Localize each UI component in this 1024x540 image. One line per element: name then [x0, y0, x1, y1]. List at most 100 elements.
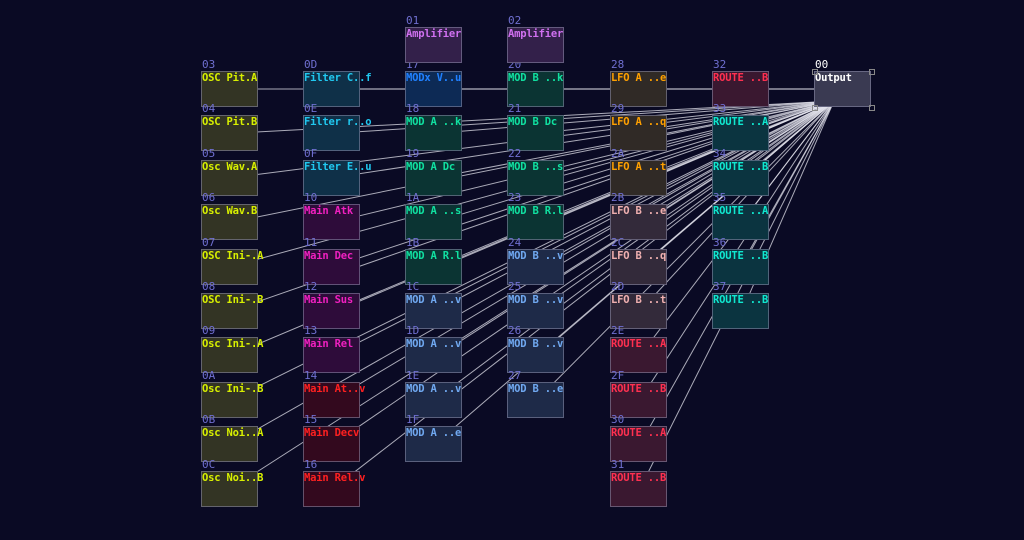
module-label: MOD A R.l [406, 249, 462, 262]
module-id: 0D [304, 58, 318, 71]
module-id: 30 [611, 413, 625, 427]
module-label: MODx V..u [406, 72, 462, 84]
module-label: Filter C..f [304, 72, 372, 84]
module-id: 00 [815, 58, 829, 71]
module-label: MOD A ..v [406, 382, 462, 395]
module-label: Main Rel.v [304, 471, 366, 484]
module-id: 1E [406, 368, 420, 382]
module-id: 21 [508, 102, 522, 116]
module-id: 03 [202, 58, 216, 71]
connection-wire [536, 100, 835, 179]
module-id: 33 [713, 102, 727, 116]
module-id: 04 [202, 102, 216, 116]
module-id: 2D [611, 280, 625, 293]
module-label: Osc Noi..A [202, 427, 264, 440]
module-label: Filter E..u [304, 160, 372, 173]
module-label: MOD B ..s [508, 160, 564, 173]
resize-handle[interactable] [812, 69, 818, 75]
module-id: 2A [611, 146, 625, 160]
module-label: Main Decv [304, 427, 360, 440]
module-label: MOD B ..v [508, 294, 564, 306]
resize-handle[interactable] [812, 105, 818, 111]
module-label: LFO A ..t [611, 160, 667, 173]
module-id: 1A [406, 191, 420, 205]
resize-handle[interactable] [869, 69, 875, 75]
module-id: 23 [508, 191, 522, 205]
connection-wire [536, 100, 835, 401]
module-id: 2C [611, 235, 625, 249]
module-label: ROUTE ..A [611, 338, 667, 351]
module-id: 2E [611, 324, 625, 338]
module-id: 32 [713, 58, 727, 71]
module-id: 1D [406, 324, 420, 338]
module-label: ROUTE ..B [611, 382, 667, 395]
module-label: Filter r..o [304, 116, 372, 129]
module-label: OSC Ini-.A [202, 249, 264, 262]
resize-handle[interactable] [869, 105, 875, 111]
module-label: Main Sus [304, 294, 353, 306]
module-id: 12 [304, 280, 318, 293]
module-label: Amplifier [406, 28, 462, 40]
module-label: LFO B ..e [611, 205, 667, 218]
module-id: 2B [611, 191, 625, 205]
module-id: 22 [508, 146, 522, 160]
module-label: Output [815, 72, 852, 84]
